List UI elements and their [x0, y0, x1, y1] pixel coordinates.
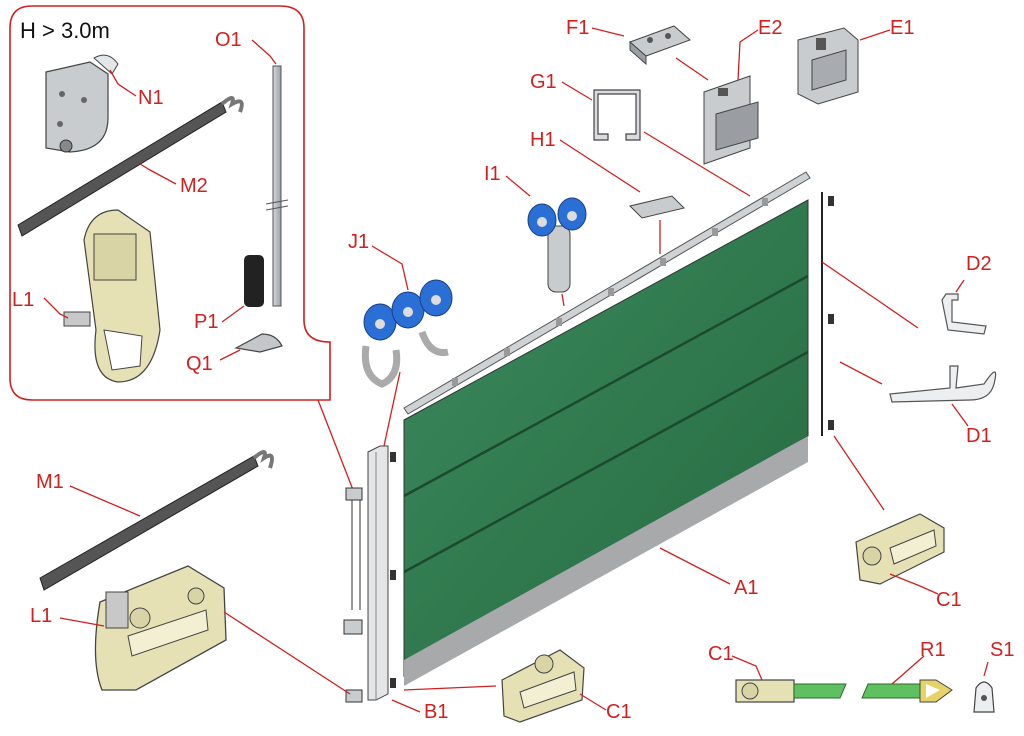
label-e2: E2	[758, 17, 783, 39]
label-d1: D1	[966, 425, 992, 447]
label-q1: Q1	[186, 353, 213, 375]
label-h1: H1	[530, 129, 556, 151]
trolley-i1	[527, 197, 587, 293]
fixing-s1	[973, 681, 995, 713]
plate-f1	[629, 25, 691, 66]
label-c1-right: C1	[936, 589, 962, 611]
label-s1: S1	[990, 639, 1015, 661]
strap-m1	[39, 450, 274, 591]
label-r1: R1	[920, 639, 946, 661]
label-o1: O1	[215, 29, 242, 51]
bracket-n1	[45, 54, 119, 153]
ratchet-c1-right	[855, 513, 945, 585]
inset-leader	[317, 399, 356, 496]
post-b1	[367, 445, 389, 701]
label-j1: J1	[348, 231, 370, 253]
label-i1: I1	[484, 163, 501, 185]
end-bar-fixings	[828, 196, 834, 430]
label-l1-inset: L1	[12, 289, 35, 311]
profile-d1	[889, 365, 997, 403]
rail-profile-g1	[593, 89, 641, 141]
label-m2: M2	[180, 175, 208, 197]
bracket-e2	[703, 75, 759, 165]
ratchet-c1-bottom	[501, 649, 585, 723]
label-n1: N1	[138, 87, 164, 109]
label-a1: A1	[734, 577, 759, 599]
label-f1: F1	[566, 17, 590, 39]
trolley-j1	[361, 279, 453, 388]
label-l1: L1	[30, 605, 53, 627]
label-m1: M1	[36, 471, 64, 493]
ratchet-l1-inset	[63, 209, 161, 383]
clip-q1	[234, 333, 283, 353]
post-fixings	[390, 452, 396, 688]
strap-assembly	[735, 679, 953, 703]
pole-o1	[265, 65, 289, 307]
tarpaulin-a1	[403, 199, 809, 677]
label-e1: E1	[890, 17, 915, 39]
label-c1-bottom: C1	[606, 701, 632, 723]
post-tensioners	[343, 487, 363, 703]
strap-m2	[17, 96, 244, 237]
label-c1-strap: C1	[708, 643, 734, 665]
label-d2: D2	[966, 253, 992, 275]
label-g1: G1	[530, 71, 557, 93]
inset-frame	[9, 5, 331, 401]
rail-clamps	[452, 198, 768, 386]
label-b1: B1	[424, 701, 449, 723]
sleeve-p1	[244, 255, 264, 307]
height-note: H > 3.0m	[20, 18, 110, 43]
label-p1: P1	[194, 311, 219, 333]
tarpaulin-hem	[404, 436, 808, 686]
leader-f1-part	[675, 57, 709, 81]
ratchet-l1	[94, 565, 227, 691]
bracket-e1	[797, 27, 859, 105]
tarp-seam-2	[403, 350, 809, 574]
plate-h1	[629, 195, 685, 219]
profile-d2	[941, 293, 987, 335]
callout-leaders	[43, 27, 989, 713]
tarp-seam-1	[403, 274, 809, 498]
